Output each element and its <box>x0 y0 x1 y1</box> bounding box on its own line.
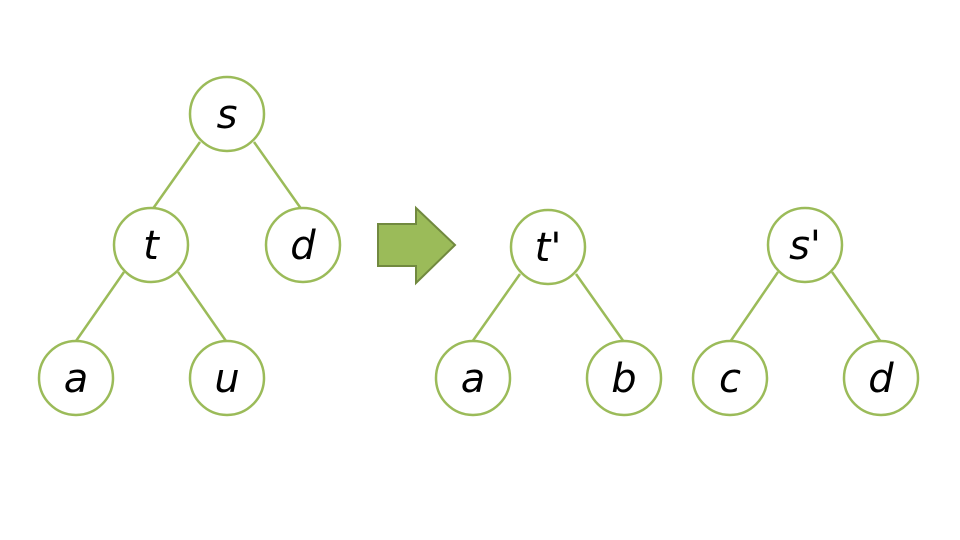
right-tree-1: t' a b <box>434 208 663 417</box>
node-c: c <box>691 339 769 417</box>
node-t-prime: t' <box>509 208 587 286</box>
left-tree: s t d a u <box>37 75 342 417</box>
edge-s-prime-d <box>830 271 883 343</box>
node-a: a <box>37 339 115 417</box>
left-tree-edges <box>74 141 304 342</box>
node-b: b <box>585 339 663 417</box>
right-tree-2-edges <box>728 271 883 343</box>
edge-t-prime-b <box>574 273 626 343</box>
node-c-label: c <box>719 356 741 402</box>
edge-s-d <box>252 141 304 211</box>
node-s: s <box>188 75 266 153</box>
node-u: u <box>188 339 266 417</box>
node-b-label: b <box>611 356 636 402</box>
right-tree-2: s' c d <box>691 206 920 417</box>
right-arrow-icon <box>377 205 457 286</box>
edge-t-u <box>176 271 228 342</box>
node-d-label: d <box>290 223 316 269</box>
edge-s-t <box>150 141 202 211</box>
node-a-label: a <box>64 356 89 402</box>
edge-s-prime-c <box>728 271 780 343</box>
node-a2: a <box>434 339 512 417</box>
node-s-label: s <box>217 92 238 138</box>
node-d2-label: d <box>868 356 894 402</box>
node-t: t <box>112 206 190 284</box>
node-a2-label: a <box>461 356 486 402</box>
right-tree-1-edges <box>470 273 626 343</box>
node-d2: d <box>842 339 920 417</box>
edge-t-a <box>74 271 126 342</box>
node-d: d <box>264 206 342 284</box>
node-t-label: t <box>143 223 160 269</box>
edge-t-prime-a <box>470 273 522 343</box>
node-t-prime-label: t' <box>535 225 562 271</box>
node-u-label: u <box>214 356 239 402</box>
node-s-prime-label: s' <box>789 223 821 269</box>
node-s-prime: s' <box>766 206 844 284</box>
